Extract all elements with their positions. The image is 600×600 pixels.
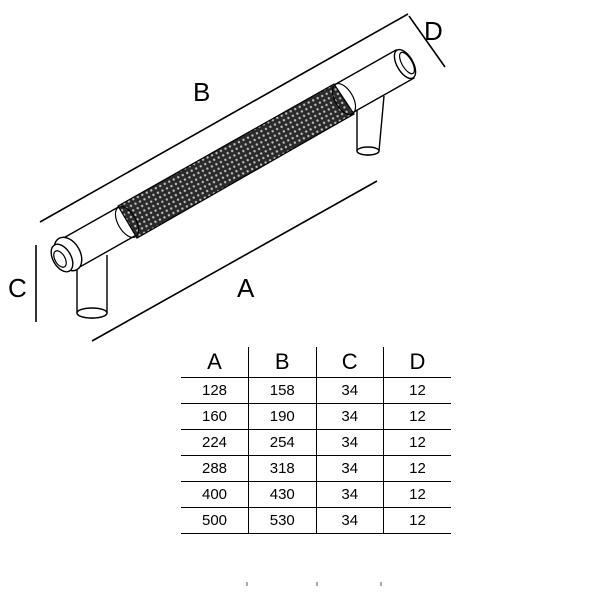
table-cell-d: 12 [383, 507, 451, 534]
dimension-line-d [408, 15, 446, 68]
table-cell-b: 190 [248, 403, 316, 430]
right-post [356, 95, 385, 156]
table-cell-c: 34 [315, 507, 384, 534]
knurled-grip [117, 83, 355, 239]
table-cell-a: 224 [181, 429, 249, 456]
dimension-line-b [39, 13, 409, 223]
table-cell-a: 500 [181, 507, 249, 534]
table-cell-a: 288 [181, 455, 249, 482]
table-cell-c: 34 [315, 429, 384, 456]
table-cell-b: 530 [248, 507, 316, 534]
column-header-d: D [383, 347, 451, 378]
table-cell-b: 254 [248, 429, 316, 456]
bottom-ticks [246, 582, 382, 586]
label-b: B [193, 77, 210, 107]
table-cell-c: 34 [315, 481, 384, 508]
table-cell-a: 400 [181, 481, 249, 508]
handle-bar [59, 49, 415, 269]
table-cell-b: 430 [248, 481, 316, 508]
label-c: C [8, 273, 27, 303]
table-cell-b: 158 [248, 377, 316, 404]
dimension-line-a [91, 180, 378, 342]
table-cell-a: 160 [181, 403, 249, 430]
table-cell-c: 34 [315, 377, 384, 404]
label-a: A [237, 273, 255, 303]
table-header-row: A B C D [181, 347, 451, 378]
table-cell-d: 12 [383, 403, 451, 430]
label-d: D [424, 16, 443, 46]
column-header-b: B [248, 347, 316, 378]
left-end-cap [50, 236, 83, 273]
table-cell-b: 318 [248, 455, 316, 482]
right-end-cap [393, 48, 417, 80]
table-cell-d: 12 [383, 377, 451, 404]
table-cell-a: 128 [181, 377, 249, 404]
table-cell-d: 12 [383, 455, 451, 482]
column-header-c: C [315, 347, 384, 378]
column-header-a: A [181, 347, 249, 378]
table-cell-d: 12 [383, 429, 451, 456]
table-cell-c: 34 [315, 455, 384, 482]
table-cell-c: 34 [315, 403, 384, 430]
left-post [76, 255, 108, 319]
table-cell-d: 12 [383, 481, 451, 508]
